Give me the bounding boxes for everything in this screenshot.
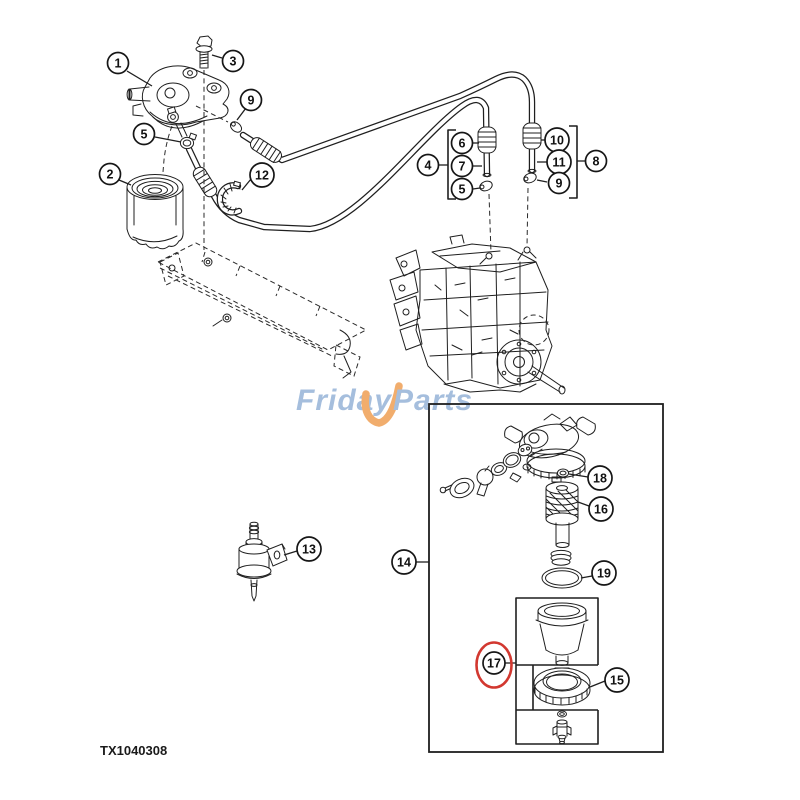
svg-text:16: 16	[594, 503, 608, 517]
svg-text:18: 18	[593, 472, 607, 486]
filter-element-16	[545, 481, 579, 548]
connector-5-middle	[479, 180, 493, 192]
leader-15	[589, 680, 606, 688]
detail-box-14	[428, 403, 664, 753]
callout-9-left: 9	[239, 88, 263, 112]
o-ring-18	[556, 468, 570, 478]
leader-18	[568, 473, 589, 478]
mounting-bracket-phantom	[156, 242, 368, 379]
dashed-flow-line	[162, 125, 173, 173]
leader-16	[577, 501, 590, 507]
engine	[389, 234, 566, 395]
svg-text:14: 14	[397, 556, 411, 570]
fridayparts-logo: Friday Parts	[296, 382, 473, 427]
callout-12: 12	[249, 162, 275, 188]
filter-bowl	[535, 602, 589, 666]
callout-2: 2	[98, 162, 122, 186]
callout-19: 19	[591, 560, 617, 586]
dashed-line-to-fitting	[195, 105, 229, 123]
fuel-hose-upper	[239, 71, 536, 174]
bracket-group-8	[569, 125, 578, 199]
red-highlight-ellipse	[475, 641, 513, 689]
logo-swoosh	[361, 382, 403, 427]
svg-text:6: 6	[459, 137, 466, 151]
filter-head-assembly	[126, 65, 230, 138]
callout-5-mid: 5	[450, 177, 474, 201]
callout-5-left: 5	[132, 122, 156, 146]
grooved-seal	[550, 549, 572, 566]
spin-on-filter	[126, 174, 184, 250]
callout-18: 18	[587, 465, 613, 491]
leader-2	[118, 179, 132, 186]
svg-text:5: 5	[459, 183, 466, 197]
hose-coil-lower-left	[192, 166, 218, 198]
callout-1: 1	[106, 51, 130, 75]
ring-nut-15	[533, 667, 591, 706]
leader-5-left	[154, 136, 182, 143]
hose-coil-upper-left	[250, 137, 282, 164]
leader-3	[211, 54, 223, 59]
leader-1	[126, 70, 153, 87]
svg-text:5: 5	[141, 128, 148, 142]
dashed-line-to-engine-right	[526, 187, 529, 248]
svg-text:11: 11	[552, 156, 565, 170]
drain-valve	[552, 719, 572, 745]
hex-bolt	[195, 35, 213, 69]
leader-13	[283, 550, 298, 556]
svg-text:4: 4	[425, 159, 432, 173]
leader-9-left	[236, 107, 247, 121]
leader-9-right	[536, 179, 548, 183]
drawing-code: TX1040308	[100, 743, 167, 758]
callout-4: 4	[416, 153, 440, 177]
tube-7-end	[482, 172, 492, 178]
svg-text:7: 7	[459, 160, 466, 174]
separator-head-exploded	[439, 413, 596, 499]
svg-text:1: 1	[115, 57, 122, 71]
hose-coil-6	[477, 126, 497, 154]
svg-text:12: 12	[255, 169, 269, 183]
tube-11-end	[527, 168, 537, 174]
inline-filter-13	[236, 521, 288, 602]
leader-5-mid	[472, 187, 481, 190]
callout-6: 6	[450, 131, 474, 155]
callout-17-highlighted: 17	[475, 641, 513, 689]
svg-text:17: 17	[487, 657, 501, 671]
callout-9-right: 9	[547, 171, 571, 195]
dashed-line-to-engine-left	[488, 193, 492, 254]
svg-text:9: 9	[556, 177, 563, 191]
callout-8: 8	[584, 149, 608, 173]
svg-text:8: 8	[593, 155, 600, 169]
callout-11: 11	[546, 149, 572, 175]
wire-clip	[216, 180, 243, 216]
svg-text:15: 15	[610, 674, 624, 688]
svg-text:13: 13	[302, 543, 316, 557]
svg-text:2: 2	[107, 168, 114, 182]
callout-10: 10	[544, 127, 570, 153]
callout-16: 16	[588, 496, 614, 522]
connector-9-right	[523, 172, 537, 184]
svg-text:10: 10	[550, 134, 564, 148]
svg-text:19: 19	[597, 567, 611, 581]
leader-12	[241, 178, 252, 191]
callout-3: 3	[221, 49, 245, 73]
svg-text:3: 3	[230, 55, 237, 69]
logo-text-parts: Parts	[393, 384, 473, 417]
drain-o-ring	[557, 710, 567, 718]
leader-19	[580, 575, 593, 579]
callout-13: 13	[296, 536, 322, 562]
hose-clamp	[179, 132, 198, 150]
svg-text:9: 9	[248, 94, 255, 108]
connector-9-left	[229, 121, 243, 133]
callout-14: 14	[391, 549, 417, 575]
callout-7: 7	[450, 154, 474, 178]
callout-15: 15	[604, 667, 630, 693]
o-ring-19	[541, 567, 583, 589]
logo-text-friday: Friday	[296, 384, 392, 417]
hose-coil-10	[522, 122, 542, 150]
